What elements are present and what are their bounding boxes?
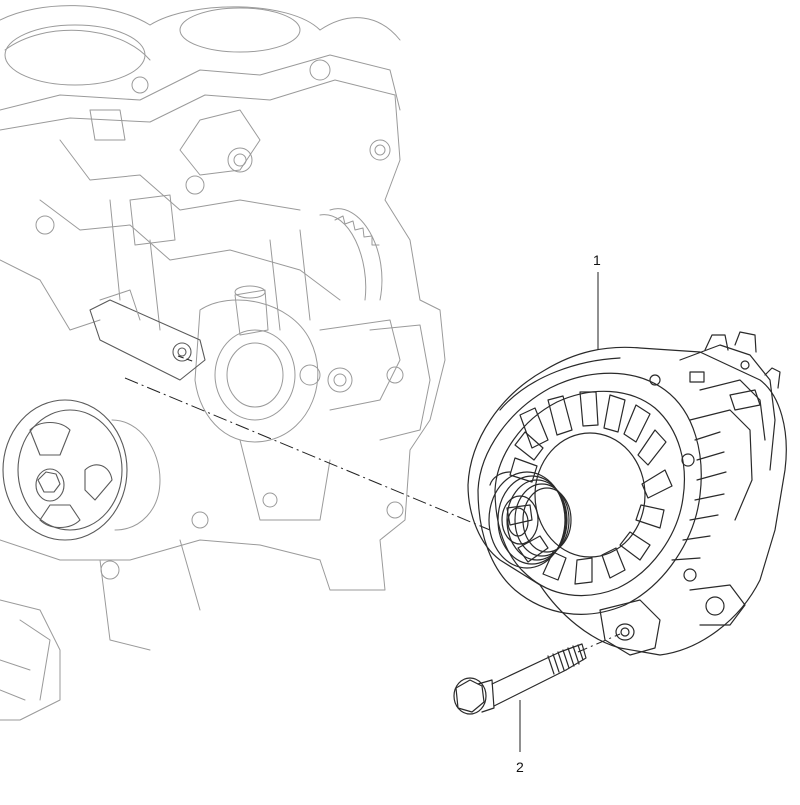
mounting-ear: [599, 584, 746, 656]
crank-pulley: [2, 399, 161, 541]
cooling-vents: [506, 391, 673, 585]
alignment-lines: [124, 355, 621, 653]
alternator-pulley: [488, 471, 572, 569]
engine-block: [0, 5, 446, 721]
callout-label-2: 2: [516, 759, 524, 775]
electrical-connector: [689, 331, 781, 411]
mounting-bolt[interactable]: [453, 643, 587, 752]
callout-label-1: 1: [593, 252, 601, 268]
alternator[interactable]: [467, 272, 787, 656]
